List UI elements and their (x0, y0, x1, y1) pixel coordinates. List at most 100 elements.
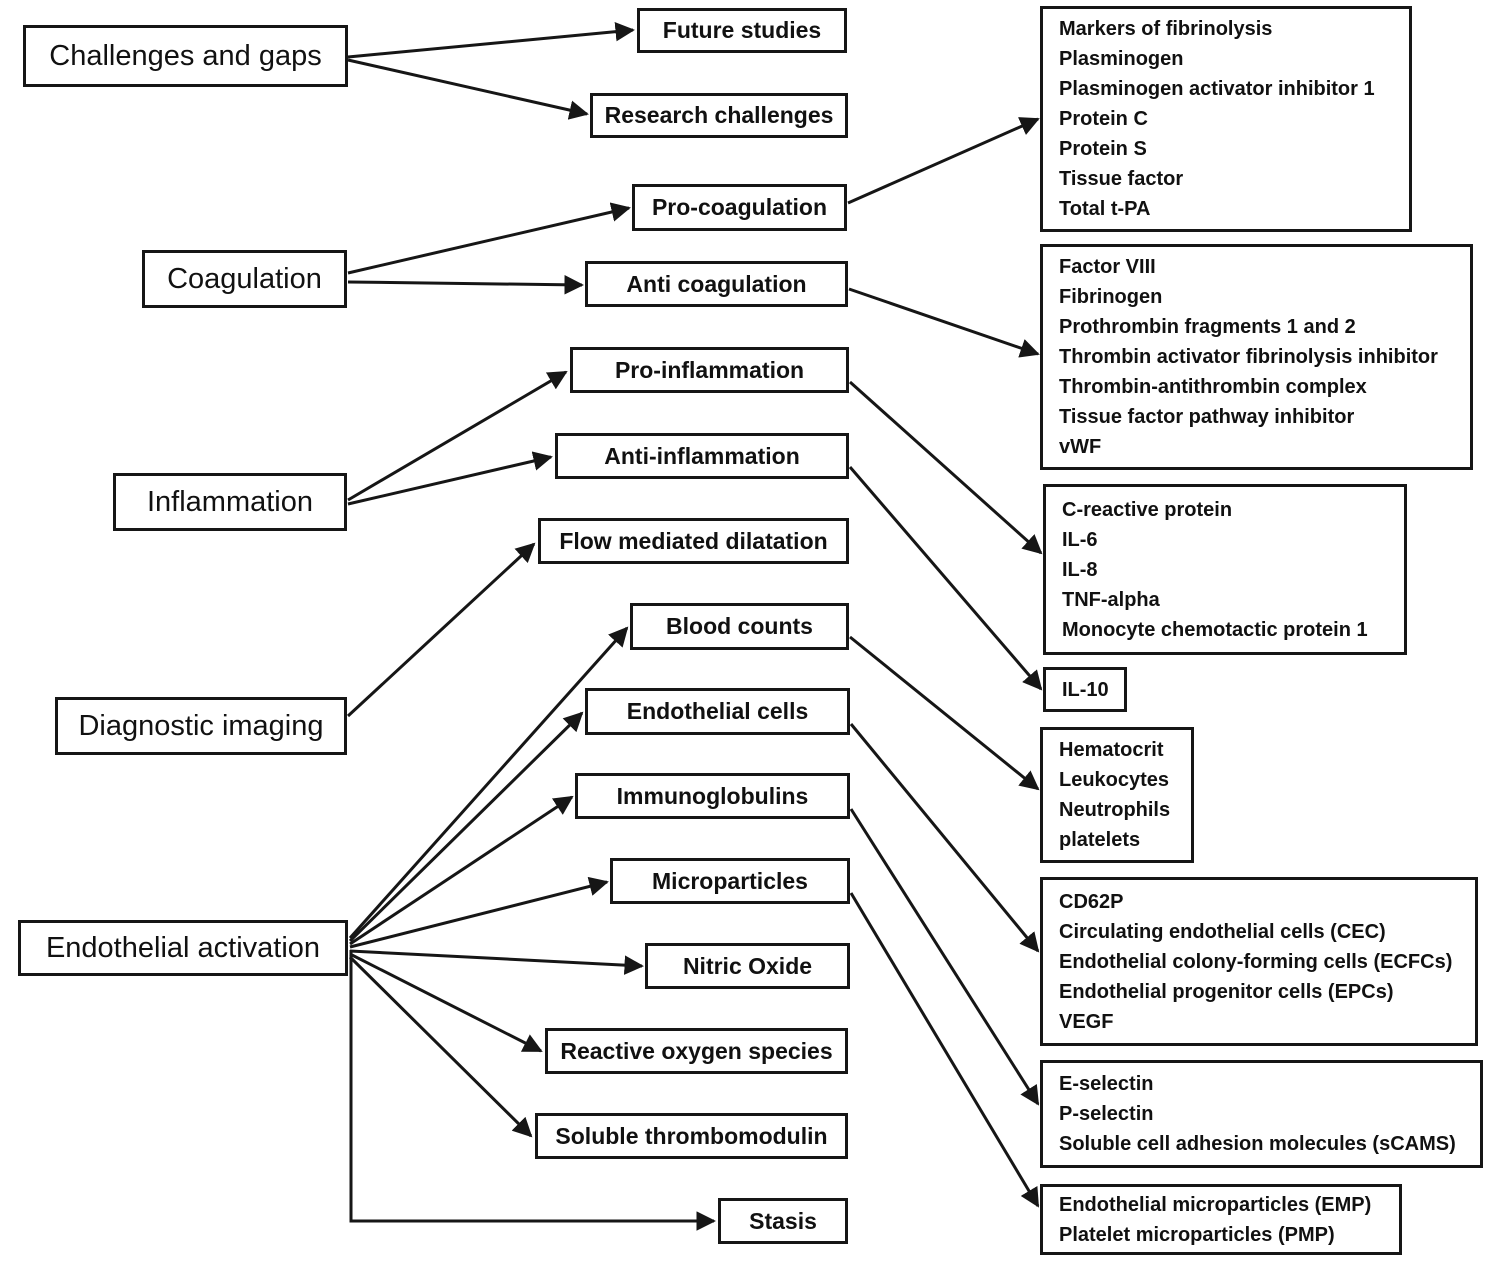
category-label: Diagnostic imaging (78, 709, 324, 742)
arrow-endothelial-activation-to-soluble-thrombomodulin (348, 955, 533, 1138)
marker-item: P-selectin (1059, 1103, 1154, 1125)
marker-item: Thrombin activator fibrinolysis inhibito… (1059, 346, 1438, 368)
arrow-endothelial-activation-to-microparticles (349, 876, 609, 949)
subcategory-box-anti-inflammation: Anti-inflammation (555, 433, 849, 479)
marker-item: IL-10 (1062, 678, 1109, 701)
marker-box-anticoagulation-markers: Factor VIII Fibrinogen Prothrombin fragm… (1040, 244, 1473, 470)
marker-item: Factor VIII (1059, 256, 1156, 278)
arrow-inflammation-to-anti-inflammation (347, 451, 553, 506)
marker-item: Plasminogen (1059, 48, 1184, 70)
marker-item: platelets (1059, 829, 1141, 851)
category-box-endothelial-activation: Endothelial activation (18, 920, 348, 976)
marker-box-fibrinolysis-markers: Markers of fibrinolysis Plasminogen Plas… (1040, 6, 1412, 232)
subcategory-box-soluble-thrombomodulin: Soluble thrombomodulin (535, 1113, 848, 1159)
marker-item: Thrombin-antithrombin complex (1059, 376, 1367, 398)
marker-item: Platelet microparticles (PMP) (1059, 1223, 1335, 1246)
marker-item: Fibrinogen (1059, 286, 1163, 308)
marker-item: Neutrophils (1059, 799, 1171, 821)
subcategory-box-microparticles: Microparticles (610, 858, 850, 904)
marker-item: Endothelial progenitor cells (EPCs) (1059, 980, 1394, 1003)
marker-item: Tissue factor pathway inhibitor (1059, 406, 1355, 428)
marker-item: Protein C (1059, 108, 1148, 130)
arrow-anti-coagulation-to-anticoagulation-markers (848, 287, 1040, 358)
marker-item: Monocyte chemotactic protein 1 (1062, 618, 1368, 641)
marker-item: Endothelial colony-forming cells (ECFCs) (1059, 950, 1453, 973)
marker-box-anti-inflammation-markers: IL-10 (1043, 667, 1127, 712)
subcategory-label: Future studies (662, 17, 822, 43)
category-label: Coagulation (167, 262, 322, 295)
arrow-challenges-to-future-studies (347, 21, 635, 59)
arrow-coagulation-to-anti-coagulation (347, 275, 584, 295)
subcategory-box-pro-inflammation: Pro-inflammation (570, 347, 849, 393)
subcategory-label: Flow mediated dilatation (559, 527, 828, 554)
arrow-blood-counts-to-blood-count-markers (849, 635, 1040, 791)
marker-item: Leukocytes (1059, 769, 1170, 791)
arrow-diagnostic-imaging-to-flow-mediated-dilatation (346, 542, 536, 718)
subcategory-label: Blood counts (666, 613, 813, 639)
category-box-challenges-and-gaps: Challenges and gaps (23, 25, 348, 87)
arrow-endothelial-activation-to-reactive-oxygen-species (349, 952, 543, 1053)
marker-item: Endothelial microparticles (EMP) (1059, 1193, 1372, 1216)
marker-item: Markers of fibrinolysis (1059, 18, 1273, 40)
arrow-pro-coagulation-to-fibrinolysis-markers (847, 117, 1040, 205)
marker-item: CD62P (1059, 890, 1124, 913)
marker-item: Total t-PA (1059, 198, 1151, 220)
subcategory-box-research-challenges: Research challenges (590, 93, 848, 138)
subcategory-box-nitric-oxide: Nitric Oxide (645, 943, 850, 989)
subcategory-label: Microparticles (652, 867, 808, 894)
category-box-inflammation: Inflammation (113, 473, 347, 531)
subcategory-box-flow-mediated-dilatation: Flow mediated dilatation (538, 518, 849, 564)
arrow-endothelial-activation-to-stasis (349, 950, 716, 1231)
arrow-endothelial-activation-to-immunoglobulins (349, 795, 574, 946)
marker-item: E-selectin (1059, 1073, 1154, 1095)
marker-item: IL-8 (1062, 558, 1098, 581)
arrow-anti-inflammation-to-il10 (848, 466, 1043, 691)
subcategory-box-immunoglobulins: Immunoglobulins (575, 773, 850, 819)
marker-box-adhesion-molecule-markers: E-selectin P-selectin Soluble cell adhes… (1040, 1060, 1483, 1168)
marker-item: Prothrombin fragments 1 and 2 (1059, 316, 1356, 338)
subcategory-label: Anti-inflammation (604, 442, 800, 469)
marker-item: Tissue factor (1059, 168, 1184, 190)
arrow-pro-inflammation-to-inflammation-markers (848, 380, 1043, 555)
category-label: Inflammation (146, 485, 313, 518)
subcategory-box-reactive-oxygen-species: Reactive oxygen species (545, 1028, 848, 1074)
arrow-immunoglobulins-to-adhesion-molecule-markers (849, 808, 1040, 1106)
category-label: Challenges and gaps (49, 39, 322, 72)
arrow-inflammation-to-pro-inflammation (347, 370, 568, 502)
subcategory-box-endothelial-cells: Endothelial cells (585, 688, 850, 735)
subcategory-box-pro-coagulation: Pro-coagulation (632, 184, 847, 231)
subcategory-label: Reactive oxygen species (560, 1037, 833, 1064)
arrow-challenges-to-research-challenges (347, 58, 589, 120)
marker-item: vWF (1059, 436, 1102, 458)
arrow-microparticles-to-microparticle-markers (849, 892, 1040, 1208)
marker-box-blood-count-markers: Hematocrit Leukocytes Neutrophils platel… (1040, 727, 1194, 863)
category-box-coagulation: Coagulation (142, 250, 347, 308)
marker-item: C-reactive protein (1062, 498, 1233, 521)
category-label: Endothelial activation (45, 931, 321, 964)
subcategory-box-anti-coagulation: Anti coagulation (585, 261, 848, 307)
category-box-diagnostic-imaging: Diagnostic imaging (55, 697, 347, 755)
subcategory-label: Immunoglobulins (616, 782, 809, 809)
marker-item: Protein S (1059, 138, 1147, 160)
marker-item: VEGF (1059, 1010, 1114, 1033)
marker-box-microparticle-markers: Endothelial microparticles (EMP) Platele… (1040, 1184, 1402, 1255)
marker-item: Hematocrit (1059, 739, 1164, 761)
marker-item: Plasminogen activator inhibitor 1 (1059, 78, 1375, 100)
arrow-endothelial-activation-to-nitric-oxide (349, 949, 644, 975)
arrow-endothelial-cells-to-endothelial-cell-markers (849, 723, 1040, 953)
marker-item: TNF-alpha (1062, 588, 1160, 611)
subcategory-label: Endothelial cells (626, 698, 809, 724)
marker-box-endothelial-cell-markers: CD62P Circulating endothelial cells (CEC… (1040, 877, 1478, 1046)
subcategory-label: Pro-coagulation (651, 194, 828, 220)
subcategory-box-blood-counts: Blood counts (630, 603, 849, 650)
subcategory-box-future-studies: Future studies (637, 8, 847, 53)
subcategory-label: Research challenges (604, 102, 834, 128)
subcategory-label: Soluble thrombomodulin (555, 1122, 828, 1149)
marker-item: IL-6 (1062, 528, 1098, 551)
marker-item: Circulating endothelial cells (CEC) (1059, 920, 1386, 943)
subcategory-box-stasis: Stasis (718, 1198, 848, 1244)
subcategory-label: Nitric Oxide (682, 952, 813, 979)
arrow-coagulation-to-pro-coagulation (347, 202, 631, 275)
